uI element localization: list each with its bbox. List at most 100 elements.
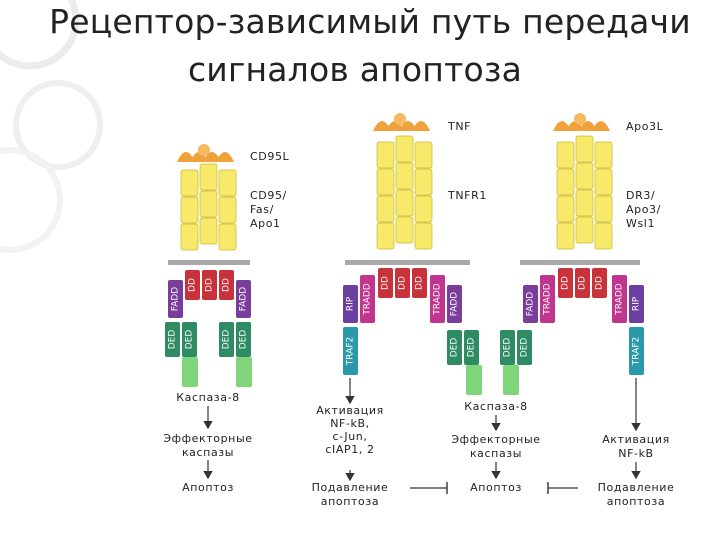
label-tradd-2b: TRADD — [433, 283, 443, 315]
receptor-segment — [395, 216, 414, 244]
ligand-cd95l — [177, 144, 234, 162]
receptor-dr3 — [556, 135, 613, 250]
receptor-segment — [594, 141, 613, 169]
label-dd-3: DD — [222, 278, 232, 292]
receptor-segment — [556, 222, 575, 250]
membrane-2 — [345, 260, 470, 265]
receptor-segment — [395, 135, 414, 163]
box-dd-2-2 — [412, 268, 427, 298]
label-tradd-2a: TRADD — [363, 283, 373, 315]
box-traf2-2 — [343, 327, 358, 375]
box-mid-ded-a-0 — [447, 330, 462, 365]
receptor-segment — [556, 141, 575, 169]
ligand-petal — [553, 121, 571, 131]
label-dd-3-1: DD — [578, 276, 588, 290]
box-rip-3 — [629, 285, 644, 323]
label-mid-ded-b-0: DED — [467, 338, 477, 358]
box-caspase-mid-0 — [466, 365, 482, 395]
receptor-segment — [395, 162, 414, 190]
label-ded-a-0: DED — [168, 330, 178, 350]
label-apoptosis-1: Апоптоз — [182, 481, 234, 494]
box-mid-ded-a-1 — [500, 330, 515, 365]
box-tradd-3b — [612, 275, 627, 323]
label-mid-ded-a-1: DED — [503, 338, 513, 358]
box-ded-a-1 — [219, 322, 234, 357]
label-fadd-3: FADD — [526, 292, 536, 316]
slide-title-line-2: сигналов апоптоза — [187, 50, 523, 89]
box-rip-2 — [343, 285, 358, 323]
box-dd-2 — [202, 270, 217, 300]
box-ded-a-0 — [165, 322, 180, 357]
box-dd-2-1 — [395, 268, 410, 298]
label-fadd-0: FADD — [171, 287, 181, 311]
receptor-segment — [376, 141, 395, 169]
box-traf2-3 — [629, 327, 644, 375]
label-ded-a-1: DED — [222, 330, 232, 350]
receptor-segment — [594, 168, 613, 196]
ligand-apo3l — [553, 113, 610, 131]
label-caspase8-1: Каспаза-8 — [176, 391, 240, 404]
receptor-segment — [414, 195, 433, 223]
ligand-core — [574, 113, 586, 125]
receptor-segment — [594, 195, 613, 223]
label-dd-2-2: DD — [415, 276, 425, 290]
label-apoptosis-mid: Апоптоз — [470, 481, 522, 494]
receptor-segment — [575, 216, 594, 244]
label-caspase8-mid: Каспаза-8 — [464, 400, 528, 413]
label-apo3l: Apo3L — [626, 120, 664, 133]
receptor-segment — [395, 189, 414, 217]
box-caspase-1-0 — [182, 357, 198, 387]
ligand-core — [198, 144, 210, 156]
receptor-segment — [414, 168, 433, 196]
ligand-petal — [177, 152, 195, 162]
receptor-segment — [414, 222, 433, 250]
label-dr3-receptor: DR3/Apo3/Wsl1 — [626, 189, 661, 230]
label-tnfr1: TNFR1 — [447, 189, 487, 202]
box-fadd-3 — [523, 285, 538, 323]
receptor-segment — [556, 168, 575, 196]
box-dd-3-0 — [558, 268, 573, 298]
label-rip-2: RIP — [346, 296, 356, 311]
receptor-segment — [575, 162, 594, 190]
box-fadd-0 — [168, 280, 183, 318]
label-dd-2-1: DD — [398, 276, 408, 290]
label-dd-3-2: DD — [595, 276, 605, 290]
box-caspase-1-1 — [236, 357, 252, 387]
label-dd-3-0: DD — [561, 276, 571, 290]
receptor-segment — [376, 195, 395, 223]
box-dd-3-1 — [575, 268, 590, 298]
label-tradd-3b: TRADD — [615, 283, 625, 315]
label-dd-2-0: DD — [381, 276, 391, 290]
ligand-core — [394, 113, 406, 125]
receptor-segment — [575, 135, 594, 163]
ligand-petal — [216, 152, 234, 162]
box-tradd-2a — [360, 275, 375, 323]
box-fadd-4 — [236, 280, 251, 318]
label-cd95-receptor: CD95/Fas/Apo1 — [250, 189, 287, 230]
receptor-segment — [199, 190, 218, 218]
ligand-petal — [412, 121, 430, 131]
receptor-segment — [376, 168, 395, 196]
box-fadd-2 — [447, 285, 462, 323]
label-tnf: TNF — [447, 120, 471, 133]
box-dd-3 — [219, 270, 234, 300]
label-fadd-4: FADD — [239, 287, 249, 311]
label-mid-ded-a-0: DED — [450, 338, 460, 358]
receptor-segment — [199, 163, 218, 191]
receptor-segment — [199, 217, 218, 245]
box-dd-3-2 — [592, 268, 607, 298]
box-dd-1 — [185, 270, 200, 300]
slide-title-line-1: Рецептор-зависимый путь передачи — [49, 2, 691, 41]
box-mid-ded-b-1 — [517, 330, 532, 365]
label-ded-b-1: DED — [239, 330, 249, 350]
receptor-tnfr1 — [376, 135, 433, 250]
receptor-segment — [414, 141, 433, 169]
membrane-3 — [520, 260, 640, 265]
ligand-tnf — [373, 113, 430, 131]
